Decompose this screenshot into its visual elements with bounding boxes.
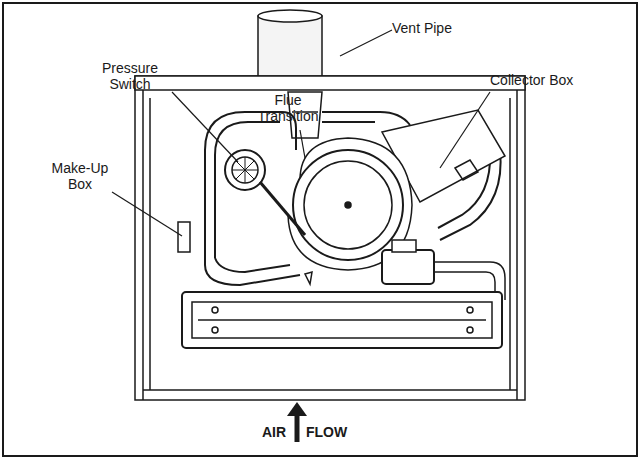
pressure-switch: [225, 150, 305, 235]
part-label: Make-Up Box: [42, 160, 118, 192]
cabinet: [135, 76, 525, 400]
vent-pipe: [258, 10, 322, 78]
frame: [3, 3, 637, 456]
part-label: Flue Transition: [248, 92, 328, 124]
part-label: AIR: [262, 424, 302, 440]
part-label: FLOW: [306, 424, 366, 440]
burner-assembly: [182, 292, 502, 348]
make-up-box: [178, 222, 190, 252]
leader-lines: [112, 30, 490, 236]
part-label: Pressure Switch: [84, 60, 176, 92]
part-label: Vent Pipe: [392, 20, 492, 36]
airflow-arrow: [287, 402, 307, 442]
part-label: Collector Box: [490, 72, 610, 88]
